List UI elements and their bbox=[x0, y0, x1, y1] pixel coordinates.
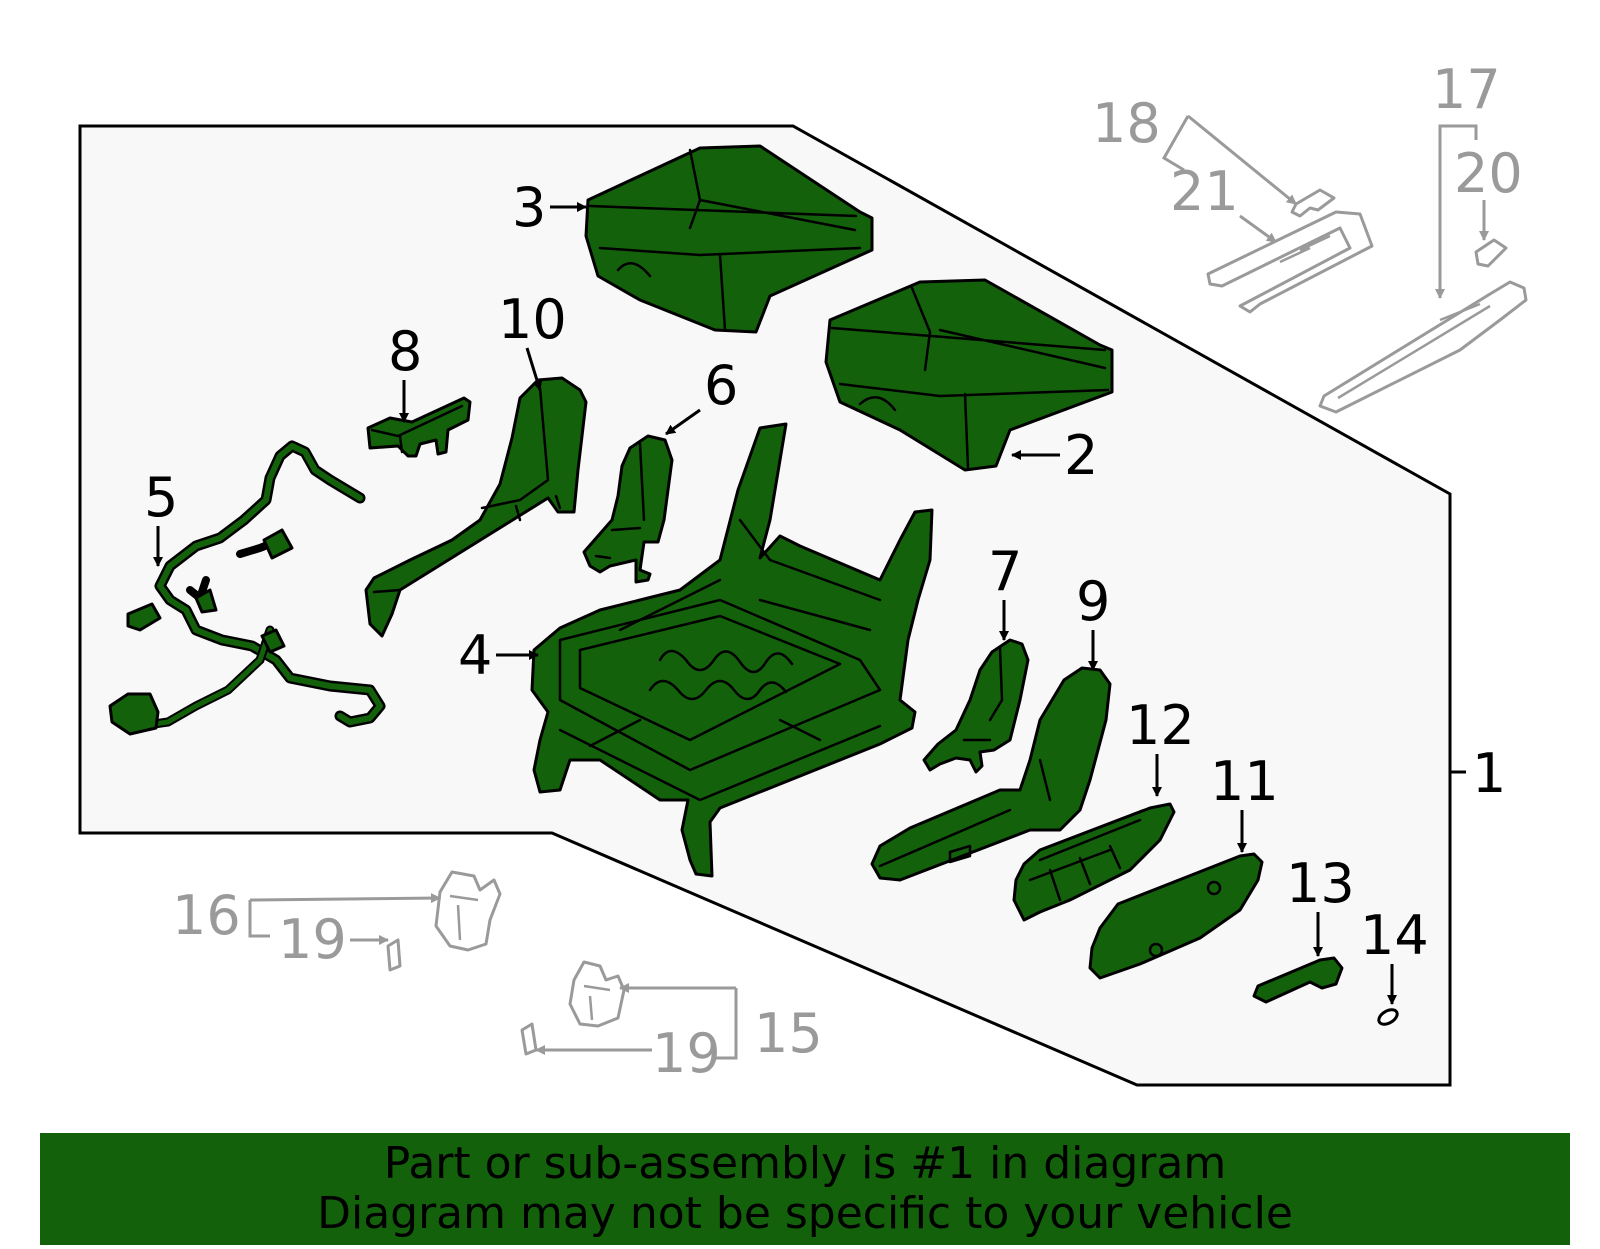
callout-13: 13 bbox=[1286, 852, 1355, 915]
callout-15: 15 bbox=[754, 1002, 823, 1065]
part-16-ghost[interactable] bbox=[434, 870, 502, 952]
part-13-handle[interactable] bbox=[1252, 956, 1344, 1004]
part-2-cushion[interactable] bbox=[824, 278, 1114, 472]
callout-12: 12 bbox=[1126, 694, 1195, 757]
callout-21: 21 bbox=[1170, 160, 1239, 223]
leader-16 bbox=[249, 893, 441, 904]
part-17-ghost[interactable] bbox=[1318, 280, 1528, 414]
callout-14: 14 bbox=[1360, 904, 1429, 967]
callout-2: 2 bbox=[1064, 424, 1098, 487]
leader-10 bbox=[525, 347, 543, 391]
part-11-trim-panel[interactable] bbox=[1088, 852, 1264, 980]
callout-19b: 19 bbox=[652, 1022, 721, 1085]
leader-18-21-bracket bbox=[1161, 115, 1190, 172]
callout-1: 1 bbox=[1472, 742, 1506, 805]
callout-5: 5 bbox=[144, 466, 178, 529]
callout-7: 7 bbox=[988, 540, 1022, 603]
part-9-shield[interactable] bbox=[870, 666, 1112, 882]
part-10-side-shield[interactable] bbox=[364, 376, 588, 638]
part-21-ghost[interactable] bbox=[1206, 210, 1374, 314]
part-12-switch-assembly[interactable] bbox=[1012, 802, 1176, 922]
part-8-bracket[interactable] bbox=[366, 396, 472, 458]
part-20-ghost[interactable] bbox=[1474, 238, 1508, 268]
part-3-cushion-cover[interactable] bbox=[584, 144, 874, 334]
part-14-clip[interactable] bbox=[1376, 1007, 1399, 1027]
part-5-wiring-harness[interactable] bbox=[108, 440, 386, 736]
leader-6 bbox=[665, 408, 701, 436]
part-15-ghost[interactable] bbox=[568, 960, 626, 1028]
callout-18: 18 bbox=[1092, 92, 1161, 155]
leader-15-bracket bbox=[716, 988, 738, 1060]
part-4-seat-frame[interactable] bbox=[530, 422, 934, 878]
callout-8: 8 bbox=[388, 320, 422, 383]
callout-3: 3 bbox=[512, 176, 546, 239]
callout-16: 16 bbox=[172, 884, 241, 947]
callout-17: 17 bbox=[1432, 58, 1501, 121]
callout-10: 10 bbox=[498, 288, 567, 351]
banner-line-1: Part or sub-assembly is #1 in diagram bbox=[383, 1138, 1227, 1189]
callout-20: 20 bbox=[1454, 142, 1523, 205]
part-19b-ghost[interactable] bbox=[520, 1022, 538, 1056]
disclaimer-banner: Part or sub-assembly is #1 in diagram Di… bbox=[40, 1133, 1570, 1245]
banner-line-2: Diagram may not be specific to your vehi… bbox=[317, 1188, 1293, 1239]
callout-6: 6 bbox=[704, 354, 738, 417]
part-18-ghost[interactable] bbox=[1290, 188, 1336, 218]
callout-19a: 19 bbox=[278, 908, 347, 971]
leader-18 bbox=[1187, 114, 1297, 206]
leader-21 bbox=[1239, 214, 1277, 244]
part-7-cover[interactable] bbox=[922, 638, 1030, 774]
callout-4: 4 bbox=[458, 624, 492, 687]
callout-11: 11 bbox=[1210, 750, 1279, 813]
part-6-cover[interactable] bbox=[582, 434, 674, 584]
leader-16-bracket bbox=[248, 900, 270, 938]
part-19a-ghost[interactable] bbox=[386, 938, 402, 972]
leader-17-bracket bbox=[1438, 124, 1478, 140]
callout-9: 9 bbox=[1076, 570, 1110, 633]
